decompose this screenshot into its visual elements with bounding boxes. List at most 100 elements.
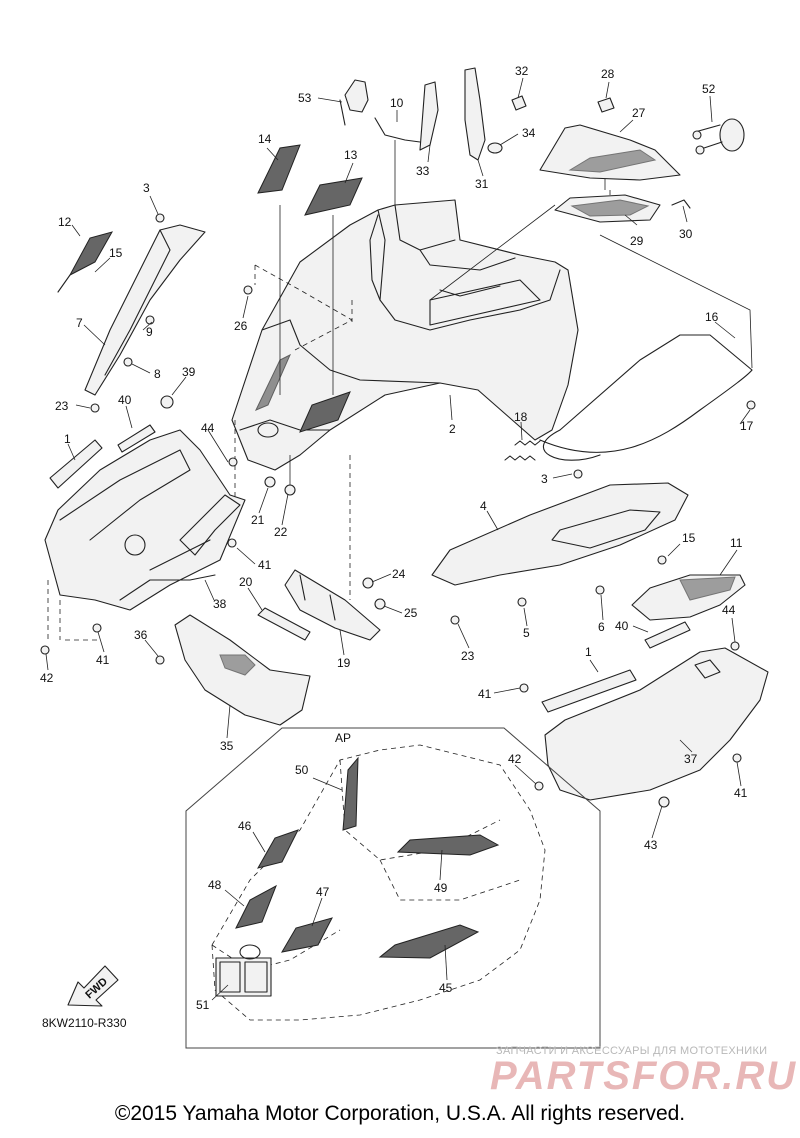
windshield-31	[464, 67, 486, 161]
upper-panel-27	[539, 124, 681, 181]
front-lower-cover-35	[174, 614, 311, 726]
callout-4: 4	[480, 499, 487, 513]
right-lower-panel-37	[541, 621, 769, 801]
callout-2: 2	[449, 422, 456, 436]
leader-lines	[45, 77, 751, 839]
callout-16: 16	[705, 310, 719, 324]
callout-28: 28	[601, 67, 615, 81]
inset-callout-45: 45	[439, 981, 453, 995]
callout-14: 14	[258, 132, 272, 146]
callout-44-right: 44	[722, 603, 736, 617]
callout-31: 31	[475, 177, 489, 191]
left-side-panel-7	[84, 224, 206, 396]
callout-3-top: 3	[143, 181, 150, 195]
cable-16	[539, 334, 753, 461]
callout-41-right: 41	[478, 687, 492, 701]
callout-35: 35	[220, 739, 234, 753]
callout-32: 32	[515, 64, 529, 78]
inset-callout-50: 50	[295, 763, 309, 777]
hood-upper-part	[231, 199, 579, 471]
grommet-34	[487, 142, 503, 154]
callout-38: 38	[213, 597, 227, 611]
vent-13	[304, 177, 363, 216]
copyright-notice: ©2015 Yamaha Motor Corporation, U.S.A. A…	[114, 1102, 686, 1125]
callout-52: 52	[702, 82, 716, 96]
inset-callout-48: 48	[208, 878, 222, 892]
callout-25: 25	[404, 606, 418, 620]
callout-15-left: 15	[109, 246, 123, 260]
right-side-panel-4	[431, 482, 689, 586]
callout-6: 6	[598, 620, 605, 634]
callout-15-right: 15	[682, 531, 696, 545]
vent-12	[57, 231, 114, 293]
callout-13: 13	[344, 148, 358, 162]
center-bracket-19	[284, 569, 381, 641]
callout-29: 29	[630, 234, 644, 248]
callout-7: 7	[76, 316, 83, 330]
vent-29	[554, 194, 661, 223]
mirror-53	[339, 79, 369, 126]
strip-20	[257, 607, 311, 641]
callout-12: 12	[58, 215, 72, 229]
callout-21: 21	[251, 513, 265, 527]
callout-11: 11	[730, 536, 743, 550]
callout-23-right: 23	[461, 649, 475, 663]
callout-53: 53	[298, 91, 312, 105]
callout-44-left: 44	[201, 421, 215, 435]
callout-30: 30	[679, 227, 693, 241]
callout-18: 18	[514, 410, 528, 424]
inset-callout-47: 47	[316, 885, 330, 899]
springs-18	[504, 440, 541, 461]
reference-code: 8KW2110-R330	[42, 1016, 127, 1030]
callout-22: 22	[274, 525, 288, 539]
callout-1-right: 1	[585, 645, 592, 659]
callout-43: 43	[644, 838, 658, 852]
callout-27: 27	[632, 106, 646, 120]
bracket-10	[374, 117, 421, 143]
vent-11	[631, 574, 746, 621]
callout-39: 39	[182, 365, 196, 379]
inset-callout-49: 49	[434, 881, 448, 895]
bracket-38	[119, 494, 241, 601]
callout-8: 8	[154, 367, 161, 381]
callout-9: 9	[146, 325, 153, 339]
callout-10: 10	[390, 96, 404, 110]
callout-23-left: 23	[55, 399, 69, 413]
callout-33: 33	[416, 164, 430, 178]
callout-41-upper: 41	[258, 558, 272, 572]
reference-lines	[47, 140, 753, 641]
inset-callout-46: 46	[238, 819, 252, 833]
callout-34: 34	[522, 126, 536, 140]
callout-17: 17	[740, 419, 754, 433]
callout-42-left: 42	[40, 671, 54, 685]
callout-1-left: 1	[64, 432, 71, 446]
mirror-52	[692, 118, 745, 155]
callout-24: 24	[392, 567, 406, 581]
inset-label-ap: AP	[335, 731, 351, 745]
callout-41-left-low: 41	[96, 653, 110, 667]
callout-40-left: 40	[118, 393, 132, 407]
callout-20: 20	[239, 575, 253, 589]
vent-14	[257, 144, 301, 194]
callout-40-right: 40	[615, 619, 629, 633]
watermark-tagline: ЗАПЧАСТИ И АКСЕССУАРЫ ДЛЯ МОТОТЕХНИКИ	[496, 1045, 768, 1057]
callout-labels: 53 10 32 28 52 27 34 33 31 14 13 3 29 30…	[40, 64, 754, 852]
callout-26: 26	[234, 319, 248, 333]
watermark-brand: PARTSFOR.RU	[490, 1054, 798, 1098]
callout-41-lower: 41	[734, 786, 748, 800]
callout-5: 5	[523, 626, 530, 640]
clip-32	[511, 95, 527, 111]
lower-side-panel-38	[44, 424, 246, 611]
clip-28	[597, 97, 615, 113]
fasteners	[40, 213, 756, 808]
callout-42-right: 42	[508, 752, 522, 766]
clip-30	[671, 199, 691, 209]
visor-33	[419, 81, 439, 151]
inset-ap: AP 50 46 49 48 47 45 51	[185, 727, 601, 1049]
callout-3-mid: 3	[541, 472, 548, 486]
callout-36: 36	[134, 628, 148, 642]
inset-callout-51: 51	[196, 998, 210, 1012]
fwd-arrow: FWD	[67, 965, 119, 1007]
callout-19: 19	[337, 656, 351, 670]
